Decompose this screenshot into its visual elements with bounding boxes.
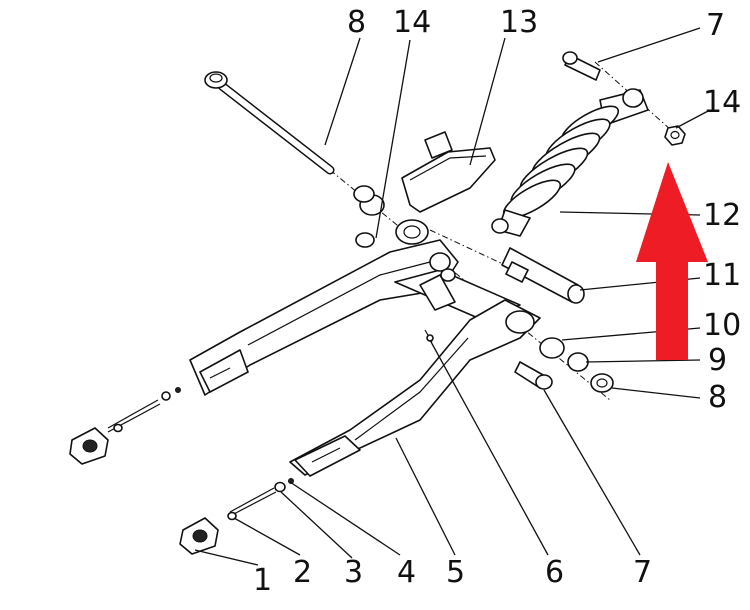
callout-10: 10	[703, 308, 741, 343]
callout-labels: 8 14 13 7 14 12 11 10 9 8 7 6 5 4 3 2 1	[253, 5, 741, 598]
chain-guide-part-13	[401, 131, 496, 213]
shock-absorber-part-12	[491, 88, 649, 237]
shock-spring	[502, 105, 620, 219]
callout-2: 2	[293, 555, 312, 590]
nut-part-14-right	[664, 125, 686, 146]
bolt-part-7-bottom	[514, 361, 553, 390]
leader-lines	[194, 27, 711, 566]
callout-14-right: 14	[703, 85, 741, 120]
callout-14-left: 14	[393, 5, 431, 40]
chain-adjuster-upper	[69, 387, 181, 465]
chain-adjuster-lower	[179, 478, 294, 555]
right-bushings-parts-8-9-10	[539, 337, 614, 393]
callout-6: 6	[545, 555, 564, 590]
callout-3: 3	[344, 555, 363, 590]
red-arrow	[636, 162, 708, 360]
callout-11: 11	[703, 258, 741, 293]
grease-nipple-part-6	[424, 329, 434, 343]
callout-7-top: 7	[706, 8, 725, 43]
callout-9: 9	[708, 343, 727, 378]
bolt-part-7-top	[562, 51, 601, 81]
pivot-bolt-part-8	[204, 71, 335, 175]
callout-5: 5	[446, 555, 465, 590]
swingarm-part-5	[189, 239, 541, 477]
callout-4: 4	[397, 555, 416, 590]
link-sleeve-part-11	[501, 247, 585, 304]
callout-13: 13	[500, 5, 538, 40]
bushing-part-14	[353, 185, 429, 248]
callout-8-top: 8	[347, 5, 366, 40]
callout-8-right: 8	[708, 380, 727, 415]
callout-7-bottom: 7	[633, 555, 652, 590]
callout-12: 12	[703, 198, 741, 233]
callout-1: 1	[253, 563, 272, 598]
